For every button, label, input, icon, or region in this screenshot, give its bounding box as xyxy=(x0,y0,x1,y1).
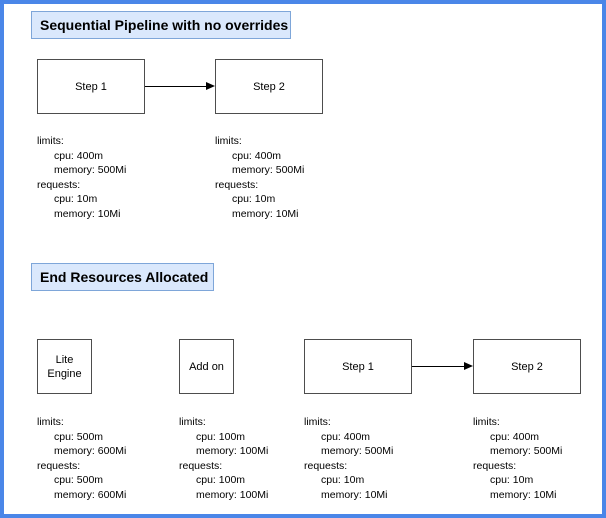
requests-key: requests: xyxy=(37,459,81,472)
limits-key: limits: xyxy=(179,416,206,428)
limits-memory: memory: 600Mi xyxy=(54,445,127,458)
limits-key: limits: xyxy=(37,416,64,428)
node-label: Step 1 xyxy=(75,80,107,93)
node-label: Step 1 xyxy=(342,360,374,373)
requests-cpu: cpu: 10m xyxy=(321,474,365,487)
limits-cpu: cpu: 100m xyxy=(196,430,246,443)
node-label-line-2: Engine xyxy=(47,367,82,380)
arrow-step1-to-step2-top xyxy=(145,81,215,91)
requests-key: requests: xyxy=(215,178,259,191)
node-label-wrapper: Lite Engine xyxy=(47,353,81,381)
limits-memory: memory: 500Mi xyxy=(321,445,394,458)
node-add-on[interactable]: Add on xyxy=(179,339,234,394)
node-step-2-bottom[interactable]: Step 2 xyxy=(473,339,581,394)
arrow-shaft xyxy=(145,85,206,87)
limits-key: limits: xyxy=(304,416,331,428)
requests-memory: memory: 10Mi xyxy=(232,207,299,220)
limits-cpu: cpu: 500m xyxy=(54,430,104,443)
limits-memory: memory: 500Mi xyxy=(54,164,127,177)
node-step-2-top[interactable]: Step 2 xyxy=(215,59,323,114)
arrow-shaft xyxy=(412,365,464,367)
arrow-head xyxy=(206,81,215,90)
limits-cpu: cpu: 400m xyxy=(490,430,540,443)
requests-key: requests: xyxy=(179,459,223,472)
requests-key: requests: xyxy=(37,178,81,191)
node-step-1-bottom[interactable]: Step 1 xyxy=(304,339,412,394)
requests-memory: memory: 10Mi xyxy=(54,207,121,220)
resources-step-1-top: limits: cpu: 400m memory: 500Mi requests… xyxy=(37,134,126,222)
resources-step-2-top: limits: cpu: 400m memory: 500Mi requests… xyxy=(215,134,304,222)
limits-cpu: cpu: 400m xyxy=(54,149,104,162)
limits-memory: memory: 500Mi xyxy=(232,164,305,177)
requests-cpu: cpu: 10m xyxy=(54,193,98,206)
limits-cpu: cpu: 400m xyxy=(232,149,282,162)
section-banner-sequential-pipeline: Sequential Pipeline with no overrides xyxy=(31,11,291,39)
requests-key: requests: xyxy=(304,459,348,472)
node-label-line-1: Lite xyxy=(55,353,74,366)
requests-memory: memory: 100Mi xyxy=(196,488,269,501)
requests-cpu: cpu: 500m xyxy=(54,474,104,487)
requests-key: requests: xyxy=(473,459,517,472)
arrow-step1-to-step2-bottom xyxy=(412,361,473,371)
section-banner-end-resources-allocated: End Resources Allocated xyxy=(31,263,214,291)
requests-cpu: cpu: 10m xyxy=(232,193,276,206)
node-label: Add on xyxy=(189,360,224,373)
resources-step-2-bottom: limits: cpu: 400m memory: 500Mi requests… xyxy=(473,415,562,503)
node-step-1-top[interactable]: Step 1 xyxy=(37,59,145,114)
arrow-head xyxy=(464,361,473,370)
limits-memory: memory: 500Mi xyxy=(490,445,563,458)
limits-key: limits: xyxy=(37,135,64,147)
requests-memory: memory: 600Mi xyxy=(54,488,127,501)
resources-lite-engine: limits: cpu: 500m memory: 600Mi requests… xyxy=(37,415,126,503)
limits-cpu: cpu: 400m xyxy=(321,430,371,443)
node-lite-engine[interactable]: Lite Engine xyxy=(37,339,92,394)
resources-step-1-bottom: limits: cpu: 400m memory: 500Mi requests… xyxy=(304,415,393,503)
limits-key: limits: xyxy=(215,135,242,147)
requests-memory: memory: 10Mi xyxy=(490,488,557,501)
node-label: Step 2 xyxy=(253,80,285,93)
resources-add-on: limits: cpu: 100m memory: 100Mi requests… xyxy=(179,415,268,503)
limits-memory: memory: 100Mi xyxy=(196,445,269,458)
node-label: Step 2 xyxy=(511,360,543,373)
requests-cpu: cpu: 10m xyxy=(490,474,534,487)
requests-cpu: cpu: 100m xyxy=(196,474,246,487)
requests-memory: memory: 10Mi xyxy=(321,488,388,501)
limits-key: limits: xyxy=(473,416,500,428)
